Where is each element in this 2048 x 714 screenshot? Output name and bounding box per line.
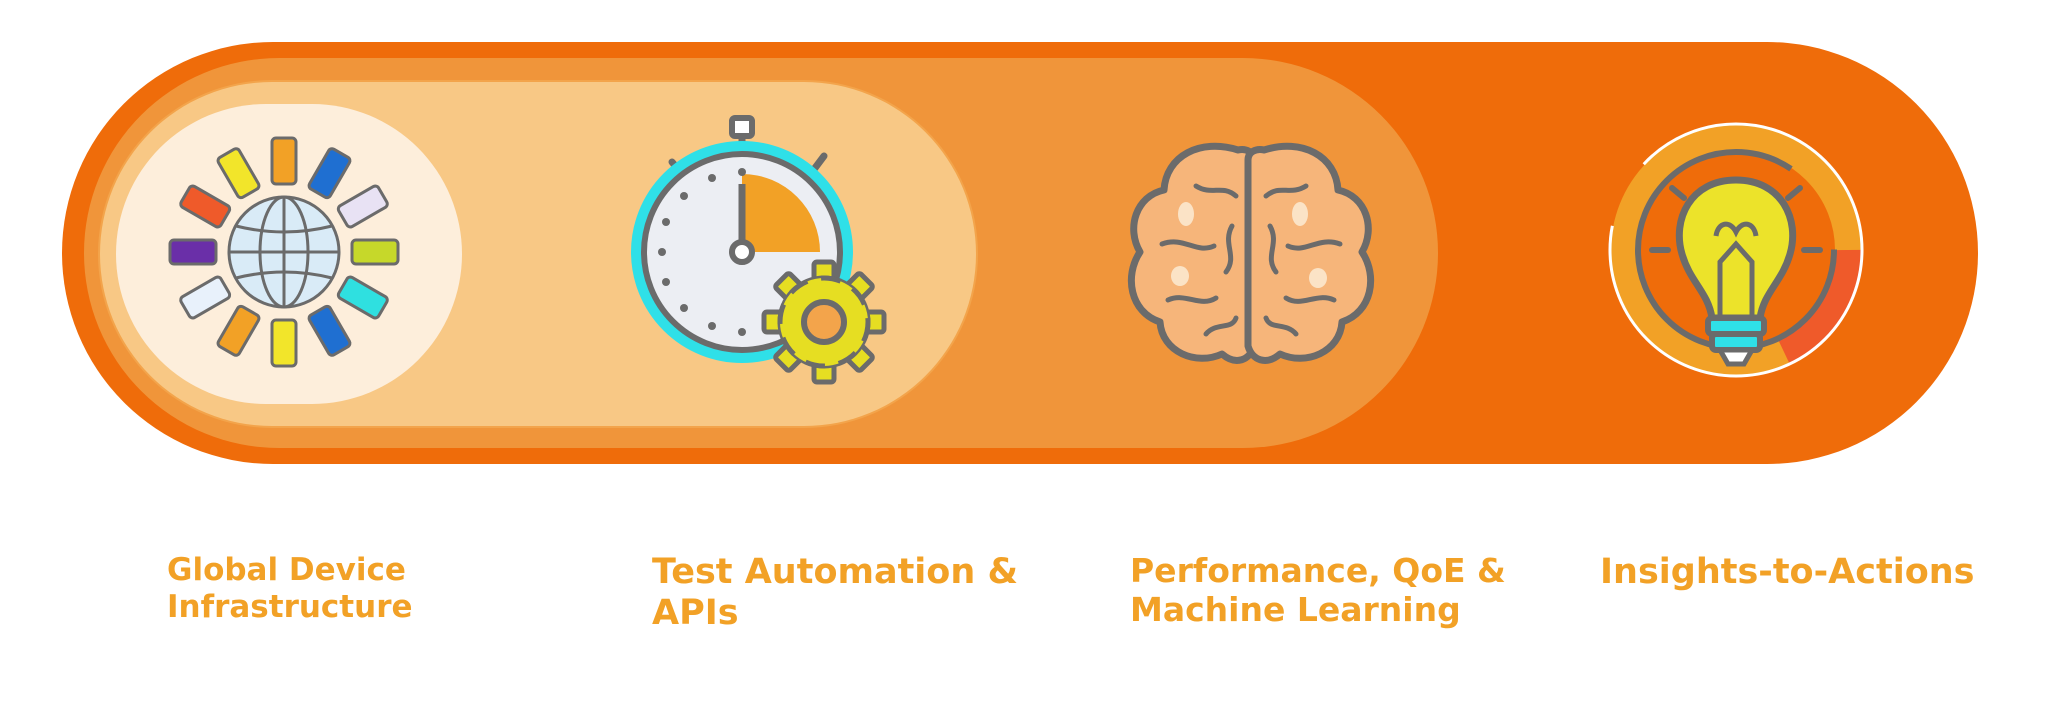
stage-label-line-1: Global Device [167,552,406,588]
stage-label-line-2: Machine Learning [1130,589,1461,629]
brain-icon [1127,142,1375,364]
stopwatch-gear-icon [631,115,887,385]
stage-label-test-automation: Test Automation & APIs [652,552,1018,635]
stage-label-performance-qoe-ml: Performance, QoE & Machine Learning [1130,551,1506,630]
stage-label-line-1: Insights-to-Actions [1600,552,1975,592]
stage-label-line-1: Test Automation & [652,552,1018,592]
stage-label-global-device-infrastructure: Global Device Infrastructure [167,552,413,625]
globe-devices-icon [168,136,400,368]
stage-label-line-2: Infrastructure [167,588,413,625]
stage-label-insights-to-actions: Insights-to-Actions [1600,552,1975,593]
stage-label-line-2: APIs [652,593,739,634]
stage-label-line-1: Performance, QoE & [1130,551,1506,590]
lightbulb-icon [1608,122,1864,378]
